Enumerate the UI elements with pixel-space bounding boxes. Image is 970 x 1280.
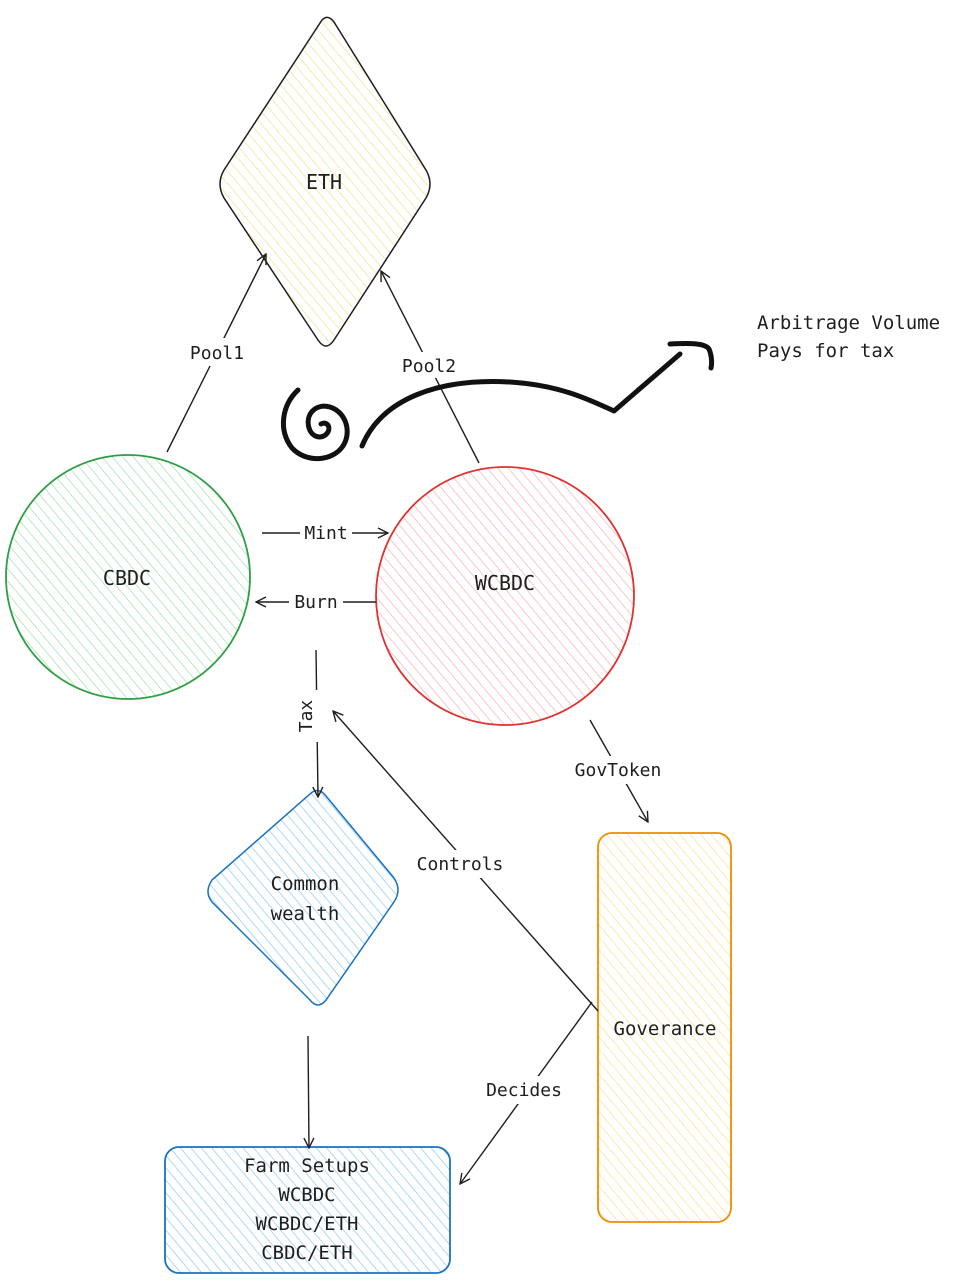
cbdc-node[interactable]: CBDC	[5, 454, 251, 700]
controls-edge[interactable]: Controls	[333, 711, 599, 1012]
burn-label: Burn	[294, 592, 337, 613]
note-line2: Pays for tax	[757, 340, 894, 362]
govtoken-edge[interactable]: GovToken	[560, 719, 676, 822]
farm-setups-node[interactable]: Farm Setups WCBDC WCBDC/ETH CBDC/ETH	[164, 1146, 451, 1274]
wcbdc-node[interactable]: WCBDC	[375, 466, 635, 726]
governance-label: Goverance	[614, 1018, 717, 1040]
commonwealth-label-line2: wealth	[271, 903, 340, 925]
spiral-scribble	[280, 387, 350, 462]
commonwealth-label-line1: Common	[271, 873, 340, 895]
decides-label: Decides	[486, 1080, 562, 1101]
commonwealth-node[interactable]: Common wealth	[207, 789, 399, 1006]
arbitrage-freehand-arrow	[359, 341, 715, 449]
cbdc-label: CBDC	[103, 566, 151, 590]
eth-node[interactable]: ETH	[219, 16, 431, 347]
tax-label: Tax	[296, 700, 317, 733]
pool1-label: Pool1	[190, 343, 244, 364]
decides-edge[interactable]: Decides	[460, 1001, 593, 1184]
pool2-label: Pool2	[402, 356, 456, 377]
governance-node[interactable]: Goverance	[597, 832, 732, 1223]
controls-label: Controls	[417, 854, 504, 875]
pool2-edge[interactable]: Pool2	[381, 271, 480, 464]
pool1-edge[interactable]: Pool1	[166, 254, 266, 453]
farm-label-line3: WCBDC/ETH	[256, 1213, 359, 1235]
farm-label-line1: Farm Setups	[244, 1155, 370, 1177]
govtoken-label: GovToken	[575, 760, 662, 781]
arbitrage-note: Arbitrage Volume Pays for tax	[757, 312, 940, 362]
tax-edge[interactable]: Tax	[296, 649, 331, 797]
note-line1: Arbitrage Volume	[757, 312, 940, 334]
eth-label: ETH	[306, 170, 342, 194]
mint-edge[interactable]: Mint	[262, 520, 388, 546]
farm-label-line2: WCBDC	[278, 1184, 335, 1206]
burn-edge[interactable]: Burn	[256, 589, 376, 615]
wcbdc-label: WCBDC	[475, 571, 535, 595]
mint-label: Mint	[304, 523, 347, 544]
commonwealth-to-farm-edge[interactable]	[308, 1035, 309, 1148]
farm-label-line4: CBDC/ETH	[261, 1242, 353, 1264]
